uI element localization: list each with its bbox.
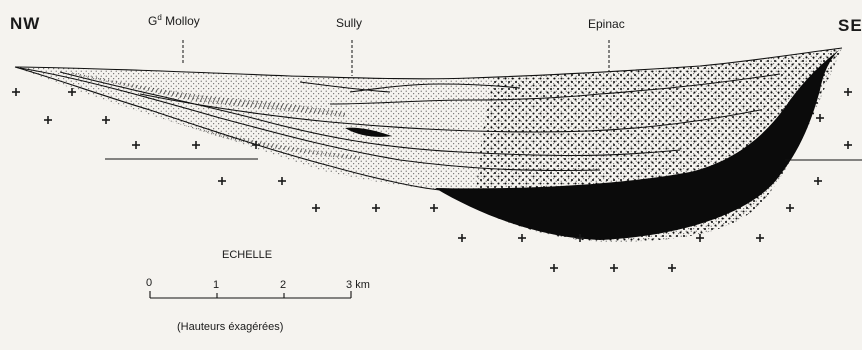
- basement-cross: [12, 88, 20, 96]
- basement-cross: [278, 177, 286, 185]
- direction-label-nw: NW: [10, 14, 40, 34]
- basement-cross: [132, 141, 140, 149]
- basement-cross: [518, 234, 526, 242]
- locality-label-molloy: Gd Molloy: [148, 13, 200, 28]
- basement-cross: [816, 114, 824, 122]
- locality-label-epinac: Epinac: [588, 17, 625, 31]
- basement-cross: [458, 234, 466, 242]
- basement-cross: [668, 264, 676, 272]
- basement-cross: [814, 177, 822, 185]
- basement-cross: [786, 204, 794, 212]
- locality-ticks: [183, 40, 609, 76]
- basement-cross: [550, 264, 558, 272]
- scale-unit: km: [355, 279, 370, 291]
- basement-cross: [102, 116, 110, 124]
- molloy-name: Molloy: [162, 14, 200, 28]
- basement-cross: [44, 116, 52, 124]
- basement-cross: [372, 204, 380, 212]
- basement-cross: [218, 177, 226, 185]
- scale-tick-2: 2: [280, 279, 286, 291]
- basement-cross: [696, 234, 704, 242]
- basement-cross: [610, 264, 618, 272]
- scale-tick-1: 1: [213, 279, 219, 291]
- basement-cross: [844, 88, 852, 96]
- scale-tick-0: 0: [146, 277, 152, 289]
- basement-cross: [192, 141, 200, 149]
- locality-label-sully: Sully: [336, 16, 362, 30]
- basement-cross: [312, 204, 320, 212]
- scale-title: ECHELLE: [222, 249, 272, 261]
- basement-cross: [756, 234, 764, 242]
- scale-tick-3: 3 km: [346, 279, 370, 291]
- molloy-prefix: G: [148, 14, 157, 28]
- scale-note: (Hauteurs éxagérées): [177, 321, 283, 333]
- basement-cross: [430, 204, 438, 212]
- scale-bar: [150, 291, 351, 298]
- direction-label-se: SE: [838, 16, 862, 36]
- basement-cross: [844, 141, 852, 149]
- scale-tick-3-value: 3: [346, 279, 352, 291]
